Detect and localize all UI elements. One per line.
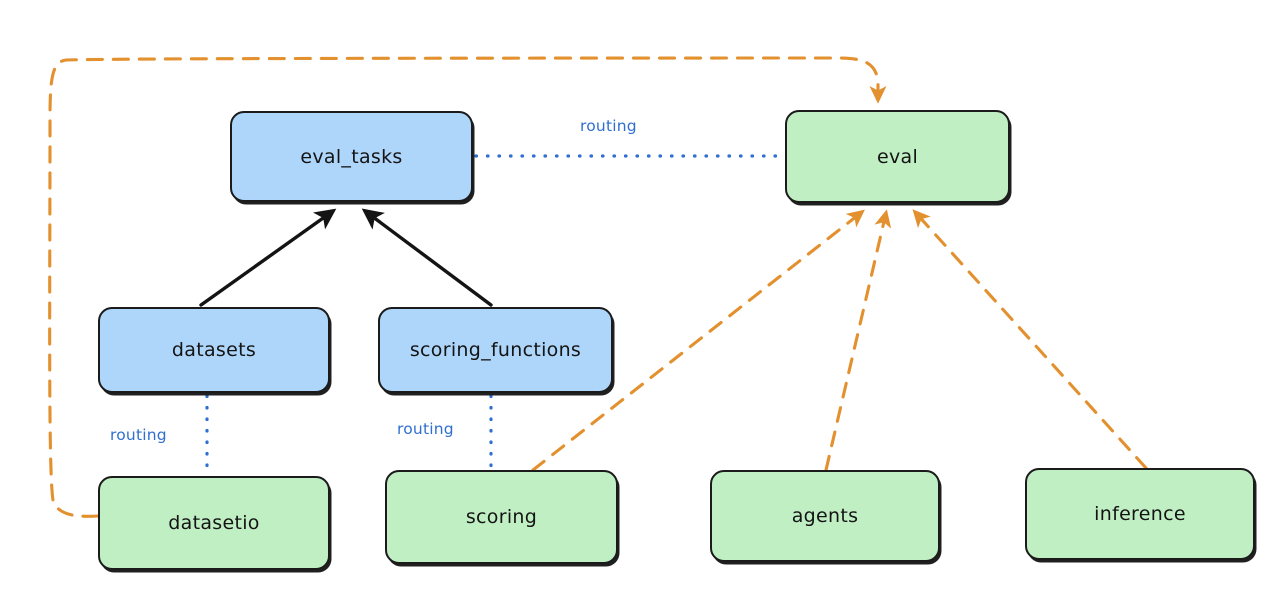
- node-scoring[interactable]: scoring: [385, 470, 618, 564]
- node-agents[interactable]: agents: [710, 470, 940, 562]
- node-eval[interactable]: eval: [785, 110, 1010, 203]
- edge-agents-eval: [824, 209, 892, 472]
- node-label-eval-tasks: eval_tasks: [300, 145, 403, 168]
- node-label-datasets: datasets: [171, 339, 257, 361]
- edge-datasets-evaltasks: [199, 208, 337, 307]
- edge-scoring-eval: [531, 209, 865, 472]
- edge-label-routing-datasets: routing: [110, 426, 167, 444]
- edge-label-routing-scoring-functions: routing: [397, 420, 454, 438]
- node-label-agents: agents: [791, 505, 859, 527]
- node-label-inference: inference: [1094, 503, 1186, 525]
- node-label-eval: eval: [876, 145, 919, 168]
- node-label-scoring: scoring: [465, 506, 538, 528]
- edge-label-routing-eval-tasks: routing: [580, 117, 637, 135]
- node-inference[interactable]: inference: [1025, 468, 1255, 560]
- node-label-scoring-functions: scoring_functions: [409, 339, 582, 361]
- node-datasets[interactable]: datasets: [98, 307, 330, 393]
- node-datasetio[interactable]: datasetio: [98, 476, 330, 570]
- edge-datasetio-eval: [48, 56, 887, 518]
- node-eval-tasks[interactable]: eval_tasks: [230, 111, 473, 202]
- edge-scoringfn-evaltasks: [361, 208, 493, 307]
- node-label-datasetio: datasetio: [168, 512, 260, 534]
- edge-inference-eval: [912, 209, 1148, 470]
- node-scoring-functions[interactable]: scoring_functions: [378, 307, 613, 393]
